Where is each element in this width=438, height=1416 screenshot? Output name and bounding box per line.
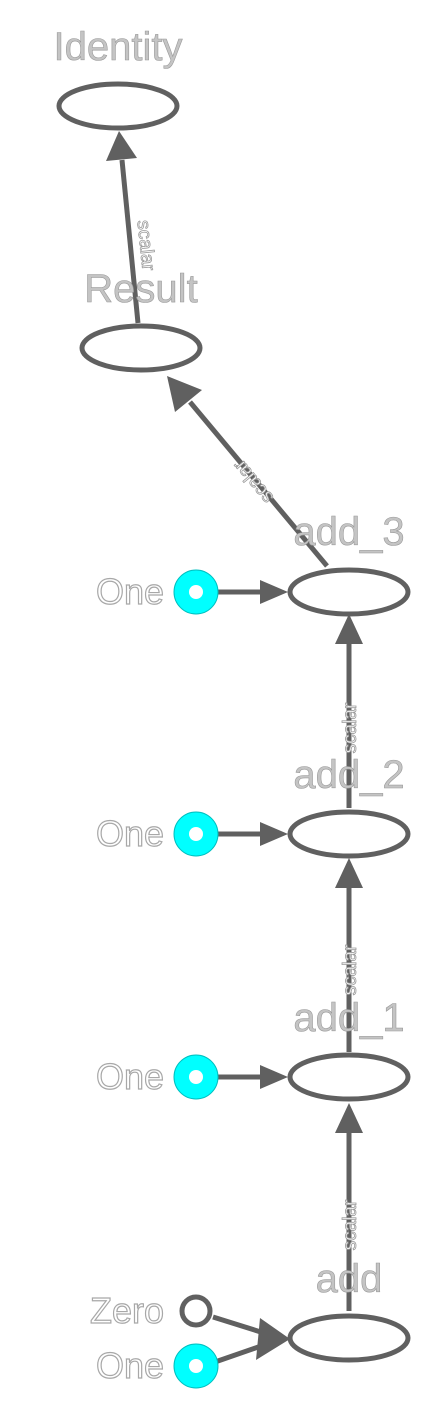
const-label-one-1: One <box>96 1056 164 1097</box>
node-label-identity: Identity <box>54 25 183 69</box>
const-label-one-2: One <box>96 813 164 854</box>
edge-zero-to-add <box>212 1314 265 1336</box>
node-label-result: Result <box>84 267 197 311</box>
arrowhead-add3 <box>335 614 363 644</box>
op-node-add-3[interactable] <box>287 567 411 617</box>
node-label-add-2: add_2 <box>293 753 404 797</box>
arrowhead-add2 <box>335 858 363 888</box>
op-node-add[interactable] <box>287 1313 411 1363</box>
arrowhead-one1 <box>260 1065 288 1089</box>
arrowhead-one2 <box>260 822 288 846</box>
edge-label-result-to-identity: scalar <box>132 219 158 272</box>
edge-label-add2-to-add3: scalar <box>340 702 361 753</box>
arrowhead-add <box>256 1318 290 1360</box>
const-label-one-0: One <box>96 1345 164 1386</box>
arrowhead-result <box>167 376 202 412</box>
edge-label-add-to-add1: scalar <box>340 1199 361 1250</box>
arrowhead-add1 <box>335 1103 363 1133</box>
op-node-add-1[interactable] <box>287 1052 411 1102</box>
const-node-one-1[interactable] <box>173 1054 219 1100</box>
edge-label-add3-to-result: scalar <box>229 455 278 508</box>
arrowhead-one3 <box>260 580 288 604</box>
const-node-one-0[interactable] <box>173 1343 219 1389</box>
node-label-add: add <box>316 1257 383 1301</box>
const-node-one-3[interactable] <box>173 569 219 615</box>
node-label-add-3: add_3 <box>293 510 404 554</box>
const-label-zero: Zero <box>90 1290 164 1331</box>
op-node-result[interactable] <box>79 323 203 373</box>
edge-result-to-identity <box>119 159 141 324</box>
arrowhead-identity <box>106 131 137 161</box>
edge-add3-to-result <box>188 400 329 568</box>
const-node-one-2[interactable] <box>173 811 219 857</box>
const-label-one-3: One <box>96 571 164 612</box>
node-label-add-1: add_1 <box>293 996 404 1040</box>
edge-one0-to-add <box>214 1342 265 1365</box>
edge-label-add1-to-add2: scalar <box>340 944 361 995</box>
const-node-zero[interactable] <box>179 1294 213 1328</box>
op-node-identity[interactable] <box>56 81 180 131</box>
op-node-add-2[interactable] <box>287 809 411 859</box>
